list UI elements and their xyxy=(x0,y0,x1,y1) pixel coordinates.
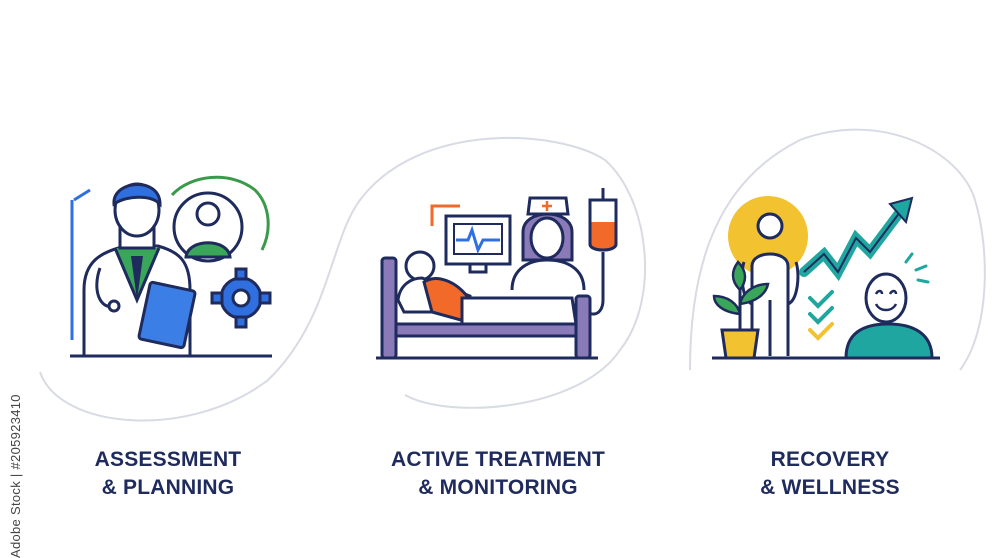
checkmarks-icon xyxy=(808,290,834,341)
step-caption-line2: & MONITORING xyxy=(418,476,578,499)
step-caption-line1: ASSESSMENT xyxy=(94,448,242,471)
accent-line xyxy=(430,204,460,226)
doctor-planning-icon xyxy=(70,175,272,358)
stock-id-text: Adobe Stock | #205923410 xyxy=(6,308,26,558)
doctor-figure xyxy=(70,182,272,358)
monitor-icon xyxy=(444,214,512,274)
progress-arc xyxy=(170,175,270,251)
step-caption-line2: & PLANNING xyxy=(101,476,235,499)
hospital-bed xyxy=(376,250,598,360)
step-caption-assessment: ASSESSMENT & PLANNING xyxy=(48,446,288,502)
nurse-figure xyxy=(510,196,586,291)
step-caption-line1: ACTIVE TREATMENT xyxy=(391,448,605,471)
step-caption-treatment: ACTIVE TREATMENT & MONITORING xyxy=(368,446,628,502)
connector-curve xyxy=(39,128,986,422)
plant-pot-icon xyxy=(712,260,770,360)
clipboard xyxy=(137,280,197,350)
step-caption-recovery: RECOVERY & WELLNESS xyxy=(710,446,950,502)
gear-icon xyxy=(210,267,272,329)
user-avatar-icon xyxy=(172,191,244,263)
hospital-bed-nurse-icon xyxy=(376,188,618,360)
recovery-growth-icon xyxy=(712,196,940,360)
growth-arrow-icon xyxy=(799,207,905,282)
step-caption-line1: RECOVERY xyxy=(770,448,890,471)
happy-person-icon xyxy=(844,252,934,360)
step-caption-line2: & WELLNESS xyxy=(760,476,900,499)
stock-id-label: Adobe Stock | #205923410 xyxy=(8,394,23,558)
